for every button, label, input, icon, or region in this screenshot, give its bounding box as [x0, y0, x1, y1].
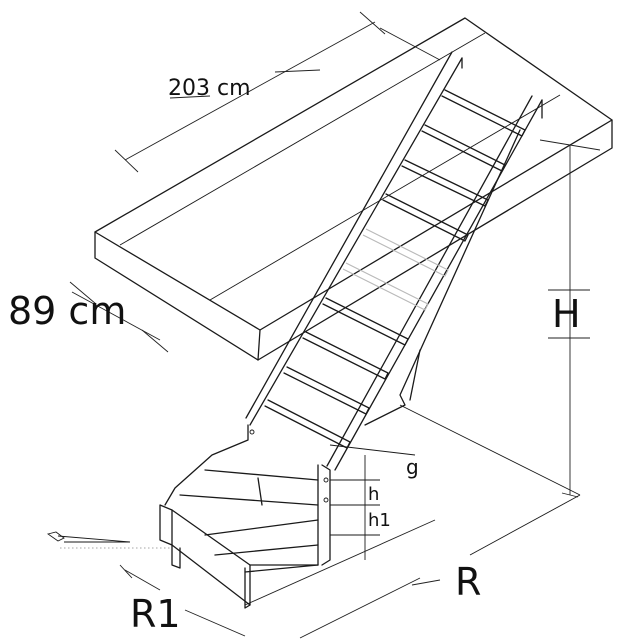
- turn-run-dimension: [119, 564, 246, 637]
- saw-icon: [46, 531, 170, 549]
- length-dimension: [114, 11, 441, 173]
- rise-first-label: h1: [368, 510, 391, 531]
- stair-treads: [264, 89, 526, 449]
- width-label: 89 cm: [8, 289, 127, 333]
- run-turn-label: R1: [130, 592, 181, 636]
- run-label: R: [455, 560, 482, 604]
- height-label: H: [552, 292, 581, 336]
- height-dimension: [539, 139, 601, 498]
- rise-label: h: [368, 484, 380, 505]
- width-dimension: [69, 281, 169, 353]
- stair-stringers: [245, 51, 543, 471]
- winder-section: [159, 424, 331, 609]
- going-label: g: [406, 455, 419, 479]
- floor-guides: [329, 404, 581, 560]
- run-dimension: [244, 519, 441, 639]
- floor-slab: [94, 17, 613, 361]
- length-label: 203 cm: [168, 76, 251, 101]
